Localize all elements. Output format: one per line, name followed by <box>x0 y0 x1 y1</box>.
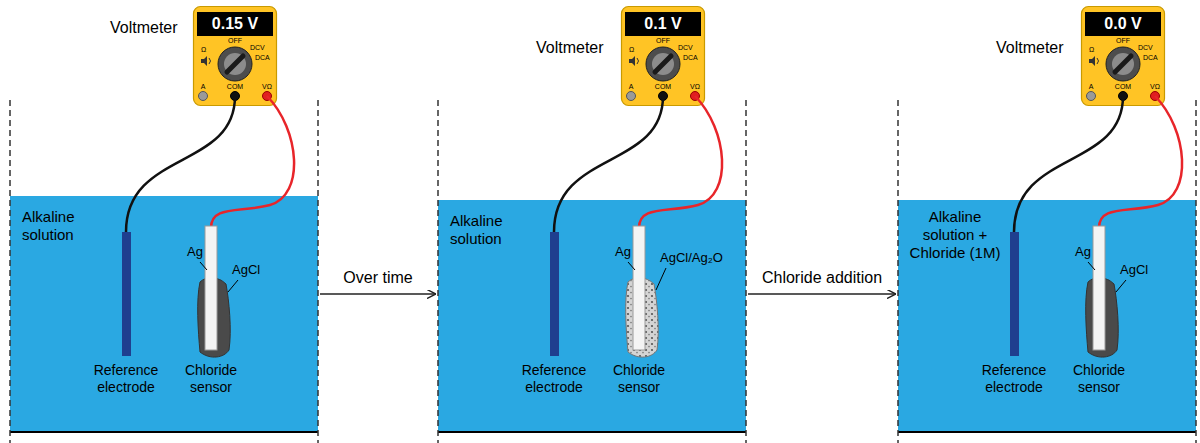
silver-wire <box>1093 226 1105 350</box>
step-label: Over time <box>343 268 412 287</box>
voltage-reading: 0.0 V <box>1085 12 1161 36</box>
process-arrow <box>748 293 896 295</box>
part-label: Reference electrode <box>81 362 171 396</box>
solution-fill <box>438 200 746 432</box>
dial-mark: DCA <box>255 54 270 61</box>
part-label: AgCl <box>1120 262 1148 278</box>
dial-mark: DCA <box>683 54 698 61</box>
electrode-wires <box>1010 96 1182 356</box>
panel-art <box>10 7 318 443</box>
solution-fill <box>898 200 1196 432</box>
terminal-label: VΩ <box>687 83 703 90</box>
electrode-wires <box>550 96 722 356</box>
process-arrow <box>320 293 436 295</box>
silver-wire <box>205 226 217 350</box>
part-label: Chloride sensor <box>171 362 251 396</box>
part-label: Reference electrode <box>969 362 1059 396</box>
voltmeter-body <box>1082 7 1165 106</box>
step-label: Chloride addition <box>762 268 882 287</box>
dial-mark: DCV <box>1138 44 1153 51</box>
dial-mark: OFF <box>1113 37 1133 44</box>
silver-wire <box>633 226 645 350</box>
beaker-wall <box>745 100 747 443</box>
voltmeter-display: 0.1 V <box>625 12 701 36</box>
part-label: Ag <box>1075 244 1091 260</box>
terminal-label: VΩ <box>1147 83 1163 90</box>
solution-bath: Alkaline solution + Chloride (1M) <box>898 200 1196 432</box>
instrument-label: Voltmeter <box>536 38 604 57</box>
voltmeter-display: 0.0 V <box>1085 12 1161 36</box>
solution-bath: Alkaline solution <box>438 200 746 432</box>
part-label: Ag <box>615 244 631 260</box>
panel-art <box>898 7 1196 443</box>
beaker-floor <box>10 431 318 433</box>
part-label: Ag <box>187 244 203 260</box>
beaker-wall <box>437 100 439 443</box>
solution-bath: Alkaline solution <box>10 196 318 432</box>
terminal-label: COM <box>653 83 673 90</box>
solution-label: Alkaline solution <box>450 212 540 248</box>
terminal-label: COM <box>1113 83 1133 90</box>
leader-line <box>628 262 635 270</box>
beaker-wall <box>317 100 319 443</box>
part-label: Reference electrode <box>509 362 599 396</box>
instrument-label: Voltmeter <box>110 18 178 37</box>
terminal-label: COM <box>225 83 245 90</box>
electrode-wires <box>122 96 294 356</box>
voltmeter-body <box>622 7 705 106</box>
part-label: AgCl/Ag₂O <box>660 250 723 266</box>
solution-fill <box>10 196 318 432</box>
dial-mark: DCV <box>250 44 265 51</box>
part-label: Chloride sensor <box>599 362 679 396</box>
part-label: Chloride sensor <box>1059 362 1139 396</box>
voltage-reading: 0.1 V <box>625 12 701 36</box>
voltmeter-display: 0.15 V <box>197 12 273 36</box>
leader-line <box>1088 262 1095 270</box>
voltmeter-body <box>194 7 277 106</box>
dial-mark: OFF <box>225 37 245 44</box>
leader-line <box>200 262 207 270</box>
leader-line <box>656 268 666 290</box>
beaker-floor <box>438 431 746 433</box>
dial-mark: Ω <box>201 46 206 53</box>
dial-mark: DCV <box>678 44 693 51</box>
dial-mark: Ω <box>629 46 634 53</box>
beaker-wall <box>1195 100 1197 443</box>
solution-label: Alkaline solution <box>22 208 112 244</box>
terminal-label: VΩ <box>259 83 275 90</box>
beaker-floor <box>898 431 1196 433</box>
dial-mark: Ω <box>1089 46 1094 53</box>
terminal-label: A <box>1085 83 1097 90</box>
dial-mark: DCA <box>1143 54 1158 61</box>
instrument-label: Voltmeter <box>996 38 1064 57</box>
beaker-wall <box>897 100 899 443</box>
part-label: AgCl <box>232 262 260 278</box>
panel-art <box>438 7 746 443</box>
terminal-label: A <box>625 83 637 90</box>
dial-mark: OFF <box>653 37 673 44</box>
beaker-wall <box>9 100 11 443</box>
terminal-label: A <box>197 83 209 90</box>
leader-line <box>228 280 238 292</box>
leader-line <box>1116 280 1126 292</box>
voltage-reading: 0.15 V <box>197 12 273 36</box>
solution-label: Alkaline solution + Chloride (1M) <box>903 208 1007 262</box>
